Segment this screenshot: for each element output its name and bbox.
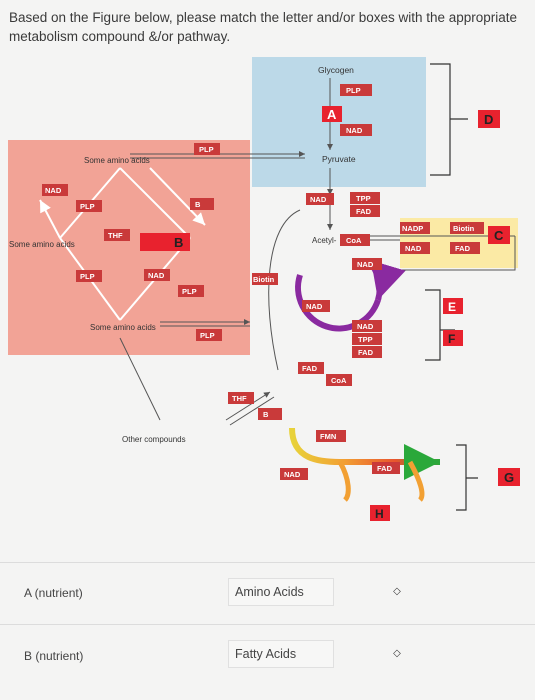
amino-acids-bottom-label: Some amino acids: [90, 323, 156, 332]
other-compounds-label: Other compounds: [122, 435, 186, 444]
badge-tpp-1: TPP: [356, 194, 371, 203]
badge-nad-1: NAD: [346, 126, 363, 135]
badge-b12-1: B: [195, 200, 201, 209]
badge-plp-6: PLP: [200, 331, 215, 340]
badge-fad-1: FAD: [356, 207, 372, 216]
badge-plp-5: PLP: [182, 287, 197, 296]
badge-plp-1: PLP: [346, 86, 361, 95]
badge-nad-8: NAD: [357, 322, 374, 331]
row-divider: [0, 624, 535, 625]
letter-d: D: [484, 112, 493, 127]
row-a-label: A (nutrient): [24, 586, 83, 600]
badge-plp-4: PLP: [80, 272, 95, 281]
badge-b12-2: B: [263, 410, 269, 419]
question-text: Based on the Figure below, please match …: [9, 10, 518, 44]
row-b-dropdown-icon[interactable]: ◇: [393, 648, 401, 659]
badge-nad-4: NAD: [310, 195, 327, 204]
badge-coa-2: CoA: [331, 376, 347, 385]
row-a-dropdown-icon[interactable]: ◇: [393, 586, 401, 597]
badge-biotin-1: Biotin: [453, 224, 475, 233]
row-b-label: B (nutrient): [24, 649, 84, 663]
badge-fad-5: FAD: [377, 464, 393, 473]
row-b-answer-select[interactable]: Fatty Acids: [228, 640, 334, 668]
amino-acids-top-label: Some amino acids: [84, 156, 150, 165]
badge-nad-3: NAD: [148, 271, 165, 280]
letter-b: B: [174, 235, 183, 250]
badge-nad-9: NAD: [284, 470, 301, 479]
acetyl-label: Acetyl-: [312, 236, 337, 245]
cofactor-badges: PLP NAD PLP NAD PLP B THF PLP NAD PLP PL…: [42, 84, 484, 480]
badge-plp-2: PLP: [199, 145, 214, 154]
badge-fad-4: FAD: [302, 364, 318, 373]
badge-coa-1: CoA: [346, 236, 362, 245]
letter-c: C: [494, 228, 504, 243]
amino-acids-left-label: Some amino acids: [9, 240, 75, 249]
badge-biotin-2: Biotin: [253, 275, 275, 284]
badge-fad-3: FAD: [358, 348, 374, 357]
glycogen-label: Glycogen: [318, 65, 354, 75]
metabolism-figure: Glycogen Pyruvate Acetyl- Some amino aci…: [8, 57, 520, 521]
row-a-answer-select[interactable]: Amino Acids: [228, 578, 334, 606]
pyruvate-label: Pyruvate: [322, 154, 356, 164]
badge-nad-6: NAD: [405, 244, 422, 253]
row-divider: [0, 562, 535, 563]
badge-fad-2: FAD: [455, 244, 471, 253]
badge-thf-2: THF: [232, 394, 247, 403]
badge-nadp-1: NADP: [402, 224, 423, 233]
letter-e: E: [448, 300, 456, 314]
badge-nad-5: NAD: [357, 260, 374, 269]
badge-nad-7: NAD: [306, 302, 323, 311]
letter-g: G: [504, 470, 514, 485]
badge-fmn-1: FMN: [320, 432, 336, 441]
badge-thf-1: THF: [108, 231, 123, 240]
badge-nad-2: NAD: [45, 186, 62, 195]
letter-h: H: [375, 507, 384, 521]
badge-plp-3: PLP: [80, 202, 95, 211]
letter-f: F: [448, 332, 455, 346]
letter-a: A: [327, 107, 337, 122]
badge-tpp-2: TPP: [358, 335, 373, 344]
